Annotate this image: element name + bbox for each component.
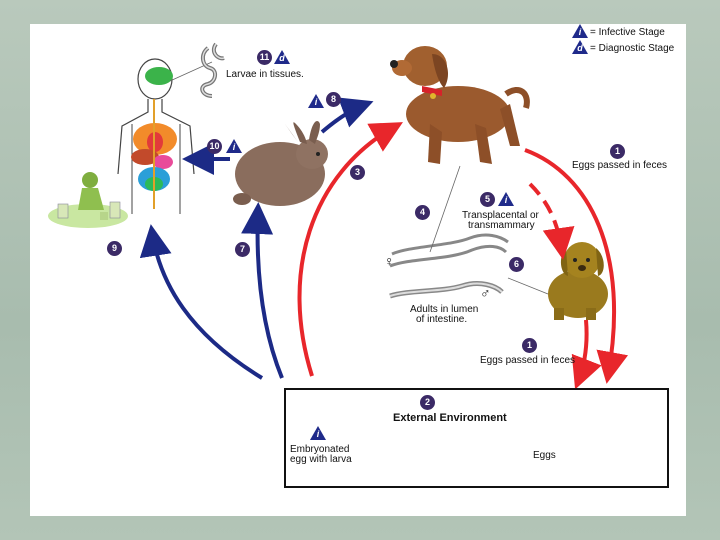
diagnostic-stage-icon: d (274, 50, 290, 64)
step-6-badge: 6 (509, 257, 524, 272)
adults-in-lumen-label-line1: Adults in lumen (410, 304, 479, 315)
blue-arrows (139, 97, 374, 380)
step-4-badge: 4 (415, 205, 430, 220)
diagnostic-legend-letter: d (577, 43, 583, 53)
child-in-sandbox-figure (48, 172, 128, 228)
external-environment-title: External Environment (393, 412, 507, 424)
infective-stage-icon: i (498, 192, 514, 206)
rabbit-figure (233, 121, 328, 206)
eggs-passed-in-feces-label-lower: Eggs passed in feces (480, 355, 576, 366)
transplacental-label-line2: transmammary (468, 220, 535, 231)
human-anatomy-figure (117, 42, 225, 214)
step-8-badge: 8 (326, 92, 341, 107)
step-8-stage-letter: i (314, 97, 318, 107)
step-10-badge: 10 (207, 139, 222, 154)
adult-worms-figure (389, 165, 549, 299)
adult-dog-figure (390, 46, 530, 164)
puppy-figure (548, 242, 608, 320)
transplacental-label-line1: Transplacental or (462, 210, 539, 221)
red-arrows (297, 122, 628, 390)
step-5-badge: 5 (480, 192, 495, 207)
larvae-in-tissues-label: Larvae in tissues. (226, 69, 304, 80)
step-1-badge-upper: 1 (610, 144, 625, 159)
step-5-stage-letter: i (504, 195, 508, 205)
eggs-passed-in-feces-label-upper: Eggs passed in feces (572, 160, 668, 171)
male-symbol: ♂ (480, 285, 491, 301)
diagnostic-legend-text: = Diagnostic Stage (590, 43, 675, 54)
embryonated-egg-label-line2: egg with larva (290, 454, 352, 465)
infective-stage-icon: i (226, 139, 242, 153)
step-1-badge-lower: 1 (522, 338, 537, 353)
step-3-badge: 3 (350, 165, 365, 180)
step-11-badge: 11 (257, 50, 272, 65)
step-2-badge: 2 (420, 395, 435, 410)
embryonated-egg-label-line1: Embryonated (290, 444, 350, 455)
step-9-badge: 9 (107, 241, 122, 256)
eggs-label: Eggs (533, 450, 556, 461)
female-symbol: ♀ (384, 253, 395, 269)
infective-legend-text: = Infective Stage (590, 27, 665, 38)
step-11-stage-letter: d (279, 53, 285, 63)
infective-legend-letter: i (578, 27, 582, 37)
step-7-badge: 7 (235, 242, 250, 257)
external-environment-box (284, 388, 669, 488)
adults-in-lumen-label-line2: of intestine. (416, 314, 468, 325)
embryonated-egg-stage-letter: i (316, 429, 320, 439)
infective-stage-icon: i (310, 426, 326, 440)
infective-legend-icon: i (572, 24, 588, 38)
infective-stage-icon: i (308, 94, 324, 108)
diagnostic-legend-icon: d (572, 40, 588, 54)
lifecycle-diagram-panel: i = Infective Stage d = Diagnostic Stage… (30, 24, 686, 516)
step-10-stage-letter: i (232, 142, 236, 152)
